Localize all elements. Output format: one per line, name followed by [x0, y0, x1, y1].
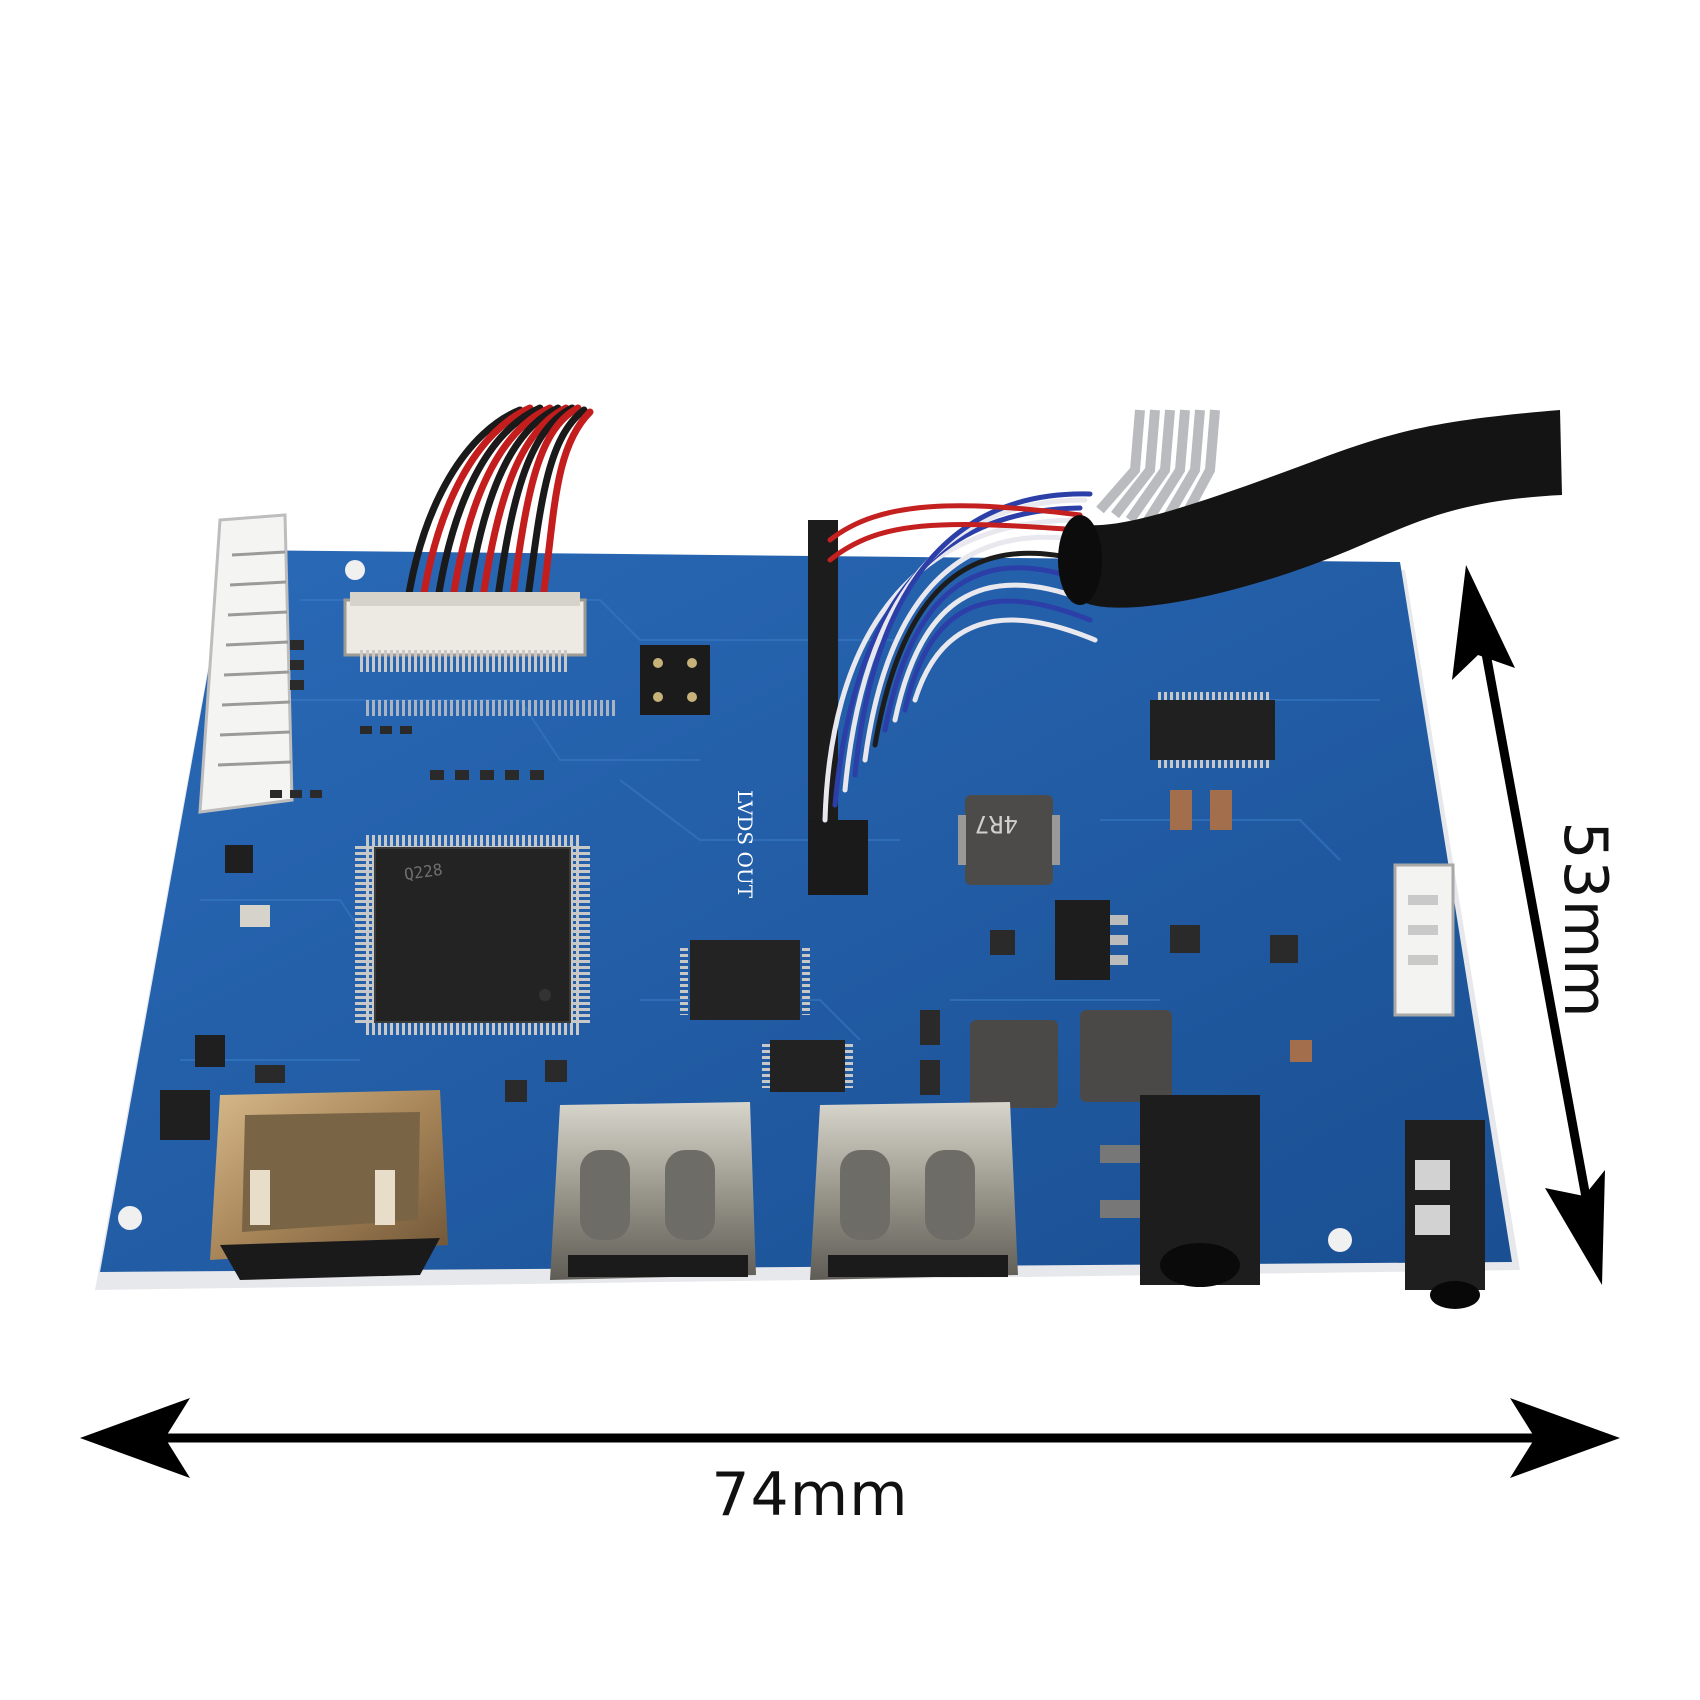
- audio-jack: [1405, 1120, 1485, 1309]
- black-sleeved-cable: [1058, 410, 1562, 608]
- voltage-regulator: [1055, 900, 1128, 980]
- usb-port: [550, 1102, 756, 1280]
- smd-capacitors: [505, 790, 1312, 1102]
- height-label: 53mm: [1550, 821, 1620, 1019]
- white-3pin-connector: [1393, 863, 1455, 1017]
- ic-chip-small: [762, 1040, 853, 1092]
- dc-power-jack: [1100, 1095, 1260, 1287]
- mounting-hole: [118, 1206, 142, 1230]
- lvds-label: LVDS OUT: [733, 790, 757, 899]
- power-inductor: [958, 795, 1060, 885]
- usb-port: [810, 1102, 1018, 1280]
- jumper-header: [640, 645, 710, 715]
- small-smd-parts: [160, 845, 285, 1140]
- mounting-hole: [345, 560, 365, 580]
- smd-resistors: [270, 640, 615, 798]
- fpc-connector: [343, 592, 587, 672]
- width-dimension-arrow: [80, 1398, 1620, 1478]
- mounting-hole: [1328, 1228, 1352, 1252]
- lvds-header: [808, 520, 868, 895]
- ic-chip: [680, 940, 810, 1020]
- inductor-marking: 4R7: [975, 810, 1018, 838]
- ic-chip-right: [1150, 692, 1275, 768]
- red-black-cable: [401, 404, 594, 624]
- height-dimension-arrow: [1452, 565, 1605, 1285]
- white-side-connector: [198, 513, 294, 814]
- hdmi-port: [210, 1090, 448, 1280]
- power-inductor: [970, 1010, 1172, 1108]
- grey-ribbon-cable: [1096, 409, 1220, 538]
- lvds-wire-bundle: [822, 491, 1098, 823]
- main-processor-chip: Q228: [355, 835, 590, 1035]
- width-label: 74mm: [711, 1460, 909, 1530]
